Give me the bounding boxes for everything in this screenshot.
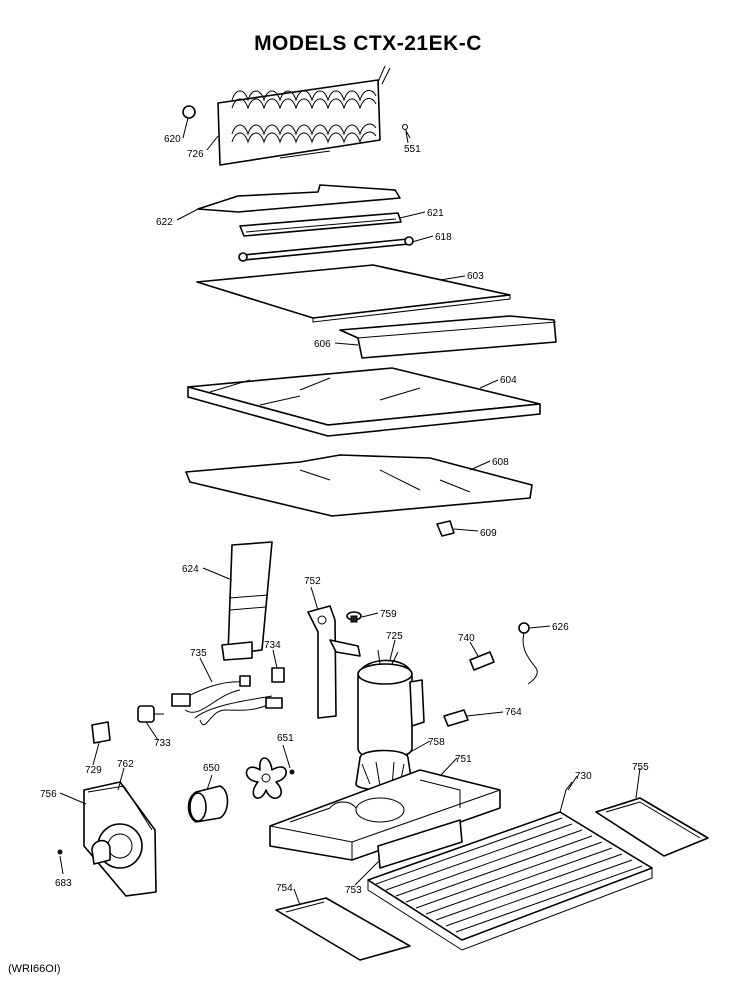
part-759-grommet [346,611,362,623]
part-755-panel [595,797,709,857]
callout-758: 758 [428,737,445,748]
part-624-duct [221,541,273,661]
part-756-fan-shroud [83,781,157,897]
drawing-code: (WRI66OI) [8,963,61,975]
callout-764: 764 [505,707,522,718]
part-725-compressor [357,649,425,761]
part-604-tray [187,367,541,437]
callout-725: 725 [386,631,403,642]
part-609-clip [436,520,455,537]
part-620-knob [182,105,196,119]
part-603-cover [196,264,511,323]
callout-626: 626 [552,622,569,633]
callout-labels: 620 726 551 622 621 618 603 606 604 608 … [40,134,649,896]
part-734-plug [271,667,285,683]
callout-756: 756 [40,789,57,800]
part-651-fan-blade [245,757,295,799]
callout-730: 730 [575,771,592,782]
callout-740: 740 [458,633,475,644]
part-754-cover-plate [275,897,411,961]
part-730-condenser [367,781,653,951]
part-606-channel [339,315,557,359]
callout-606: 606 [314,339,331,350]
callout-754: 754 [276,883,293,894]
part-729-relay [91,721,111,744]
callout-753: 753 [345,885,362,896]
part-751-base-plate [269,769,501,861]
part-621-rail [239,212,402,237]
callout-759: 759 [380,609,397,620]
part-618-rod [238,236,414,262]
callout-604: 604 [500,375,517,386]
callout-618: 618 [435,232,452,243]
callout-734: 734 [264,640,281,651]
part-740-spring-clip [469,651,495,671]
callout-735: 735 [190,648,207,659]
part-752-bracket [307,605,361,719]
callout-755: 755 [632,762,649,773]
callout-650: 650 [203,763,220,774]
part-608-pan [185,454,533,517]
callout-609: 609 [480,528,497,539]
callout-624: 624 [182,564,199,575]
callout-603: 603 [467,271,484,282]
diagram-title: MODELS CTX-21EK-C [254,32,482,55]
callout-622: 622 [156,217,173,228]
part-551-screw [402,124,411,139]
part-650-fan-motor [187,785,229,823]
callout-551: 551 [404,144,421,155]
callout-608: 608 [492,457,509,468]
part-764-tag [443,709,469,727]
part-622-gasket-plate [197,184,401,213]
callout-762: 762 [117,759,134,770]
callout-651: 651 [277,733,294,744]
callout-621: 621 [427,208,444,219]
callout-729: 729 [85,765,102,776]
callout-733: 733 [154,738,171,749]
callout-726: 726 [187,149,204,160]
callout-751: 751 [455,754,472,765]
callout-752: 752 [304,576,321,587]
part-626-sensor [518,622,538,685]
part-735-wiring-harness [171,675,283,726]
callout-620: 620 [164,134,181,145]
callout-683: 683 [55,878,72,889]
leader-lines [59,117,641,906]
part-726-heater-coil-panel [217,65,391,166]
part-733-connector [137,705,164,723]
part-683-screw [57,849,63,855]
